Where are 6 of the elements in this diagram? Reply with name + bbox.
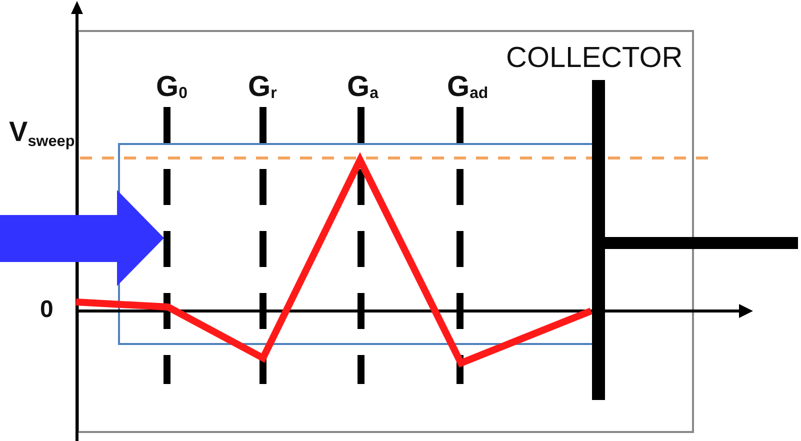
grid-label: G$_{0}$ <box>156 73 188 102</box>
grid-label: G$_{a}$ <box>347 73 378 102</box>
grid-label: G$_{ad}$ <box>447 73 488 102</box>
grid-label: G$_{r}$ <box>248 73 277 102</box>
axis-label: 0 <box>40 298 54 322</box>
collector-label: COLLECTOR <box>506 44 683 73</box>
